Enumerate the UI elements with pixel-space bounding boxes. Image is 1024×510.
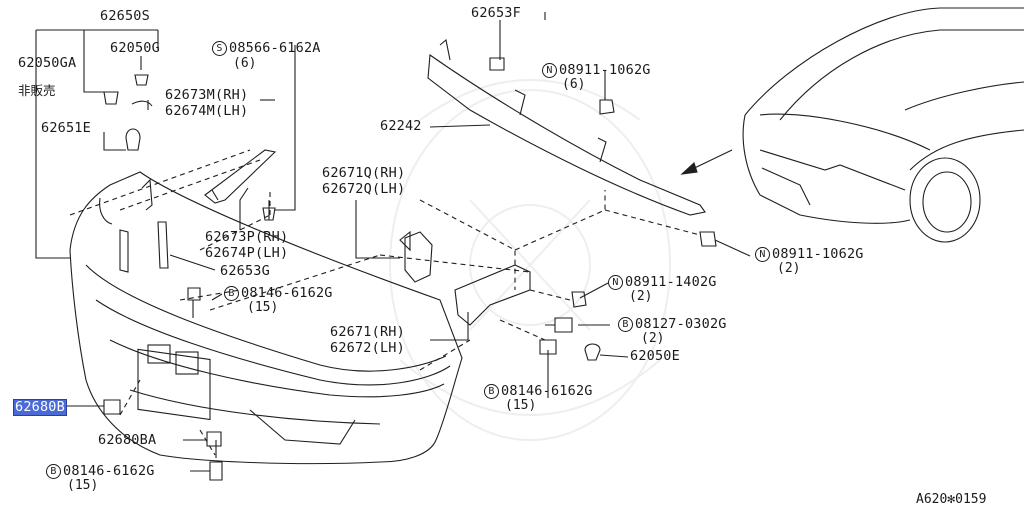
n-prefix-icon: N [755,247,770,262]
label-62674p[interactable]: 62674P(LH) [205,245,289,261]
qty-08127: (2) [641,331,665,346]
s-prefix-icon: S [212,41,227,56]
qty-08911-a: (6) [562,77,586,92]
n-prefix-icon: N [608,275,623,290]
qty-08566: (6) [233,56,257,71]
label-62680b-highlighted[interactable]: 62680B [13,399,67,416]
label-62650s[interactable]: 62650S [100,8,150,24]
part-number: 08911-1402G [625,274,717,290]
diagram-code: A620✻0159 [916,492,987,507]
qty-08146-a: (15) [247,300,279,315]
part-number: 08146-6162G [63,463,155,479]
group-bracket [35,29,159,259]
label-62673p[interactable]: 62673P(RH) [205,229,289,245]
label-62653f[interactable]: 62653F [471,5,521,21]
b-prefix-icon: B [46,464,61,479]
qty-08911-b: (2) [777,261,801,276]
part-number: 08146-6162G [241,285,333,301]
label-62673m[interactable]: 62673M(RH) [165,87,249,103]
label-62050g[interactable]: 62050G [110,40,160,56]
fastener-shapes [103,57,717,481]
b-prefix-icon: B [618,317,633,332]
label-62672q[interactable]: 62672Q(LH) [322,181,406,197]
label-62671q[interactable]: 62671Q(RH) [322,165,406,181]
label-62671[interactable]: 62671(RH) [330,324,405,340]
not-sold-note: 非販売 [18,83,56,98]
label-62050ga[interactable]: 62050GA [18,55,77,71]
label-62653g[interactable]: 62653G [220,263,270,279]
n-prefix-icon: N [542,63,557,78]
part-number: 08911-1062G [772,246,864,262]
part-number: 08566-6162A [229,40,321,56]
b-prefix-icon: B [224,286,239,301]
b-prefix-icon: B [484,384,499,399]
qty-08911-c: (2) [629,289,653,304]
bumper-cover [69,171,463,465]
label-62672[interactable]: 62672(LH) [330,340,405,356]
part-number: 08127-0302G [635,316,727,332]
qty-08146-b: (15) [505,398,537,413]
part-number: 08911-1062G [559,62,651,78]
label-62651e[interactable]: 62651E [41,120,91,136]
plate-recess [137,348,211,421]
car-illustration [742,7,1024,243]
qty-08146-c: (15) [67,478,99,493]
label-62050e[interactable]: 62050E [630,348,680,364]
label-62674m[interactable]: 62674M(LH) [165,103,249,119]
reinforcement-62242 [427,54,706,216]
part-number: 08146-6162G [501,383,593,399]
label-62680ba[interactable]: 62680BA [98,432,157,448]
label-62242[interactable]: 62242 [380,118,422,134]
